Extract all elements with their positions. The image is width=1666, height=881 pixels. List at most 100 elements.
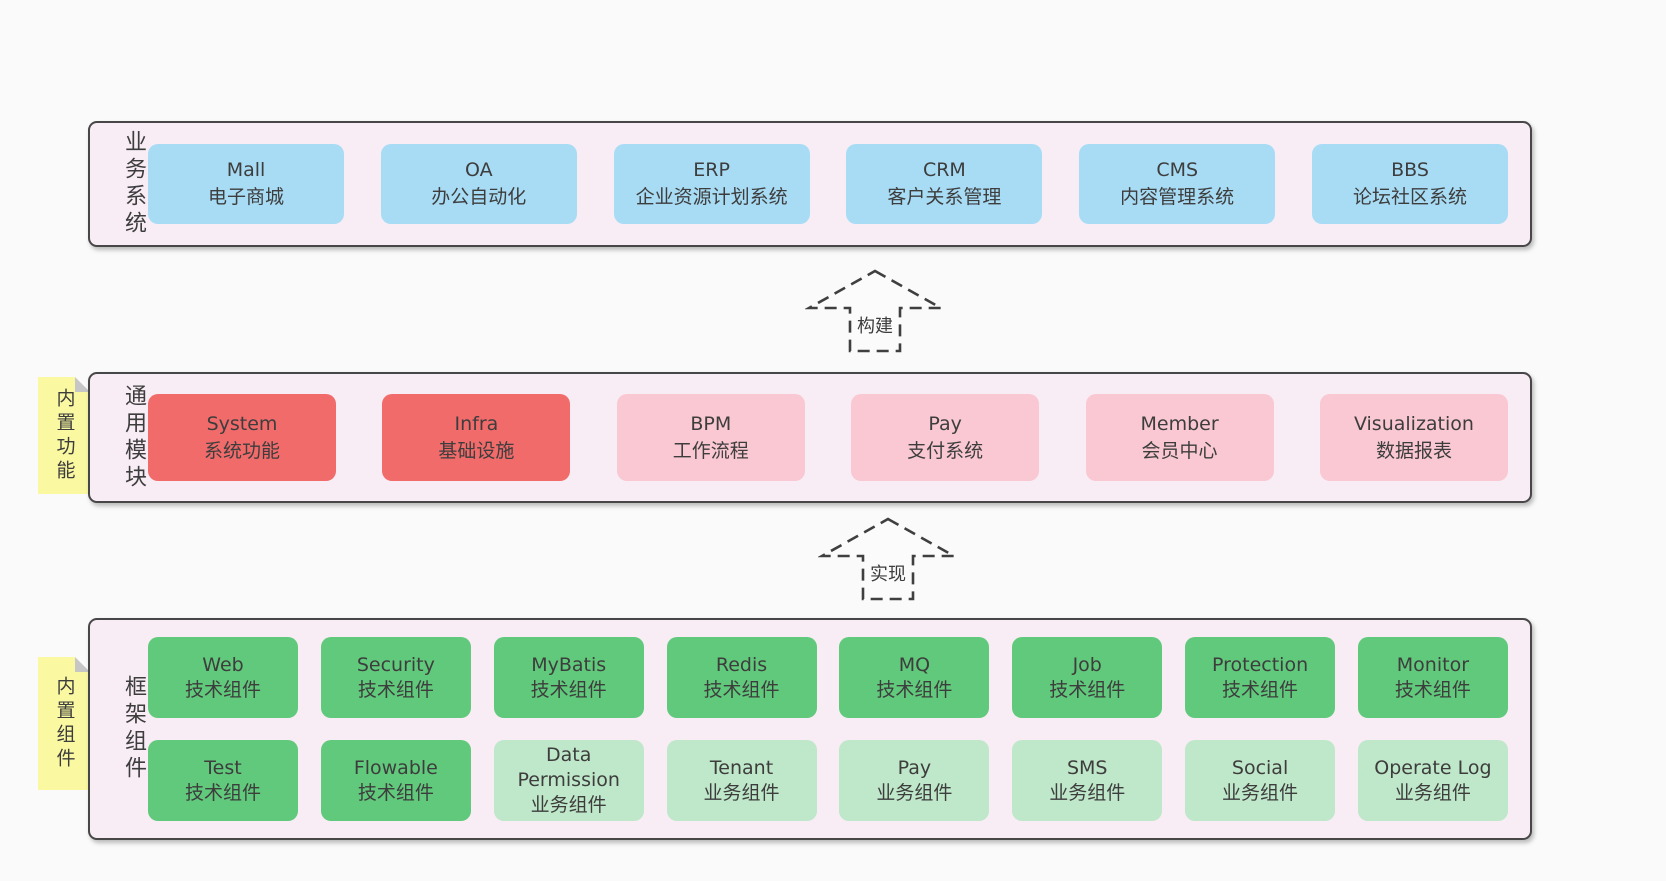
box-subtitle: 论坛社区系统 bbox=[1352, 186, 1467, 208]
box-title: OA bbox=[464, 159, 493, 182]
box-subtitle: 客户关系管理 bbox=[887, 186, 1002, 208]
box-title: Test bbox=[204, 756, 242, 779]
implement-arrow-label: 实现 bbox=[868, 560, 908, 586]
builtin-features-sticky-note: 内置功能 bbox=[38, 377, 90, 494]
box-title: Security bbox=[356, 653, 435, 676]
box-title: Visualization bbox=[1353, 412, 1474, 435]
box-title: Data Permission bbox=[517, 744, 620, 792]
box-title: CRM bbox=[922, 159, 966, 182]
box-mybatis: MyBatis 技术组件 bbox=[493, 637, 644, 718]
box-subtitle: 技术组件 bbox=[184, 781, 261, 804]
box-security: Security 技术组件 bbox=[320, 637, 471, 718]
box-title: Mall bbox=[226, 159, 266, 182]
box-title: Monitor bbox=[1396, 653, 1470, 676]
box-subtitle: 技术组件 bbox=[1222, 678, 1299, 701]
builtin-features-label: 内置功能 bbox=[53, 387, 76, 484]
box-title: BBS bbox=[1391, 159, 1429, 182]
box-infra: Infra 基础设施 bbox=[382, 394, 571, 481]
box-test: Test 技术组件 bbox=[148, 740, 298, 821]
box-title: Pay bbox=[928, 412, 962, 435]
box-sms: SMS 业务组件 bbox=[1012, 740, 1163, 821]
box-subtitle: 技术组件 bbox=[357, 678, 434, 701]
builtin-components-label: 内置组件 bbox=[53, 675, 76, 772]
box-pay-component: Pay 业务组件 bbox=[839, 740, 990, 821]
box-oa: OA 办公自动化 bbox=[380, 144, 577, 224]
box-job: Job 技术组件 bbox=[1012, 637, 1163, 718]
box-title: Social bbox=[1231, 756, 1289, 779]
box-web: Web 技术组件 bbox=[148, 637, 298, 718]
box-subtitle: 技术组件 bbox=[530, 678, 607, 701]
box-monitor: Monitor 技术组件 bbox=[1357, 637, 1508, 718]
box-subtitle: 技术组件 bbox=[1049, 678, 1126, 701]
box-subtitle: 业务组件 bbox=[1394, 781, 1471, 804]
box-bbs: BBS 论坛社区系统 bbox=[1311, 144, 1508, 224]
build-arrow-label: 构建 bbox=[855, 312, 895, 338]
box-subtitle: 办公自动化 bbox=[431, 186, 527, 208]
box-title: CMS bbox=[1156, 159, 1199, 182]
box-subtitle: 支付系统 bbox=[907, 439, 984, 462]
business-systems-panel: 业务系统 Mall 电子商城 OA 办公自动化 ERP 企业资源计划系统 CRM… bbox=[88, 121, 1532, 247]
box-subtitle: 技术组件 bbox=[184, 678, 261, 701]
box-subtitle: 技术组件 bbox=[703, 678, 780, 701]
box-title: System bbox=[206, 412, 278, 435]
box-title: Member bbox=[1140, 412, 1219, 435]
box-subtitle: 技术组件 bbox=[1394, 678, 1471, 701]
common-modules-panel: 通用模块 System 系统功能 Infra 基础设施 BPM 工作流程 Pay… bbox=[88, 372, 1532, 503]
box-subtitle: 业务组件 bbox=[876, 781, 953, 804]
box-crm: CRM 客户关系管理 bbox=[846, 144, 1043, 224]
box-operate-log: Operate Log 业务组件 bbox=[1357, 740, 1508, 821]
implement-arrow: 实现 bbox=[818, 516, 958, 602]
box-bpm: BPM 工作流程 bbox=[616, 394, 805, 481]
builtin-components-sticky-note: 内置组件 bbox=[38, 657, 90, 790]
box-member: Member 会员中心 bbox=[1085, 394, 1274, 481]
box-subtitle: 业务组件 bbox=[1049, 781, 1126, 804]
business-systems-side-label: 业务系统 bbox=[121, 130, 146, 238]
box-subtitle: 内容管理系统 bbox=[1120, 186, 1235, 208]
box-subtitle: 系统功能 bbox=[203, 439, 280, 462]
build-arrow: 构建 bbox=[805, 268, 945, 354]
box-social: Social 业务组件 bbox=[1185, 740, 1336, 821]
box-visualization: Visualization 数据报表 bbox=[1319, 394, 1508, 481]
box-subtitle: 工作流程 bbox=[672, 439, 749, 462]
box-subtitle: 电子商城 bbox=[207, 186, 284, 208]
box-subtitle: 技术组件 bbox=[876, 678, 953, 701]
up-arrow-icon bbox=[818, 517, 958, 601]
box-erp: ERP 企业资源计划系统 bbox=[613, 144, 810, 224]
box-title: Web bbox=[202, 653, 244, 676]
box-subtitle: 业务组件 bbox=[703, 781, 780, 804]
box-title: Infra bbox=[454, 412, 499, 435]
box-title: MyBatis bbox=[531, 653, 607, 676]
box-tenant: Tenant 业务组件 bbox=[666, 740, 817, 821]
box-title: SMS bbox=[1066, 756, 1108, 779]
box-subtitle: 技术组件 bbox=[357, 781, 434, 804]
box-mq: MQ 技术组件 bbox=[839, 637, 990, 718]
box-subtitle: 企业资源计划系统 bbox=[635, 186, 788, 208]
box-redis: Redis 技术组件 bbox=[666, 637, 817, 718]
business-systems-boxes: Mall 电子商城 OA 办公自动化 ERP 企业资源计划系统 CRM 客户关系… bbox=[148, 144, 1508, 224]
box-cms: CMS 内容管理系统 bbox=[1079, 144, 1276, 224]
box-system: System 系统功能 bbox=[148, 394, 336, 481]
framework-components-side-label: 框架组件 bbox=[121, 675, 146, 783]
box-title: Tenant bbox=[709, 756, 774, 779]
box-title: MQ bbox=[898, 653, 931, 676]
box-title: Job bbox=[1072, 653, 1102, 676]
box-title: Redis bbox=[715, 653, 768, 676]
box-title: Operate Log bbox=[1374, 756, 1492, 779]
framework-components-grid: Web 技术组件 Security 技术组件 MyBatis 技术组件 Redi… bbox=[148, 637, 1508, 821]
box-subtitle: 数据报表 bbox=[1375, 439, 1452, 462]
box-protection: Protection 技术组件 bbox=[1185, 637, 1336, 718]
box-title: ERP bbox=[693, 159, 730, 182]
box-data-permission: Data Permission 业务组件 bbox=[493, 740, 644, 821]
box-flowable: Flowable 技术组件 bbox=[320, 740, 471, 821]
common-modules-side-label: 通用模块 bbox=[121, 383, 146, 492]
box-subtitle: 基础设施 bbox=[438, 439, 515, 462]
box-title: Protection bbox=[1212, 653, 1309, 676]
box-subtitle: 会员中心 bbox=[1141, 439, 1218, 462]
box-title: Flowable bbox=[353, 756, 438, 779]
box-subtitle: 业务组件 bbox=[530, 793, 607, 816]
box-title: BPM bbox=[690, 412, 732, 435]
common-modules-boxes: System 系统功能 Infra 基础设施 BPM 工作流程 Pay 支付系统… bbox=[148, 394, 1508, 481]
box-subtitle: 业务组件 bbox=[1222, 781, 1299, 804]
box-pay-module: Pay 支付系统 bbox=[851, 394, 1040, 481]
up-arrow-icon bbox=[805, 269, 945, 353]
